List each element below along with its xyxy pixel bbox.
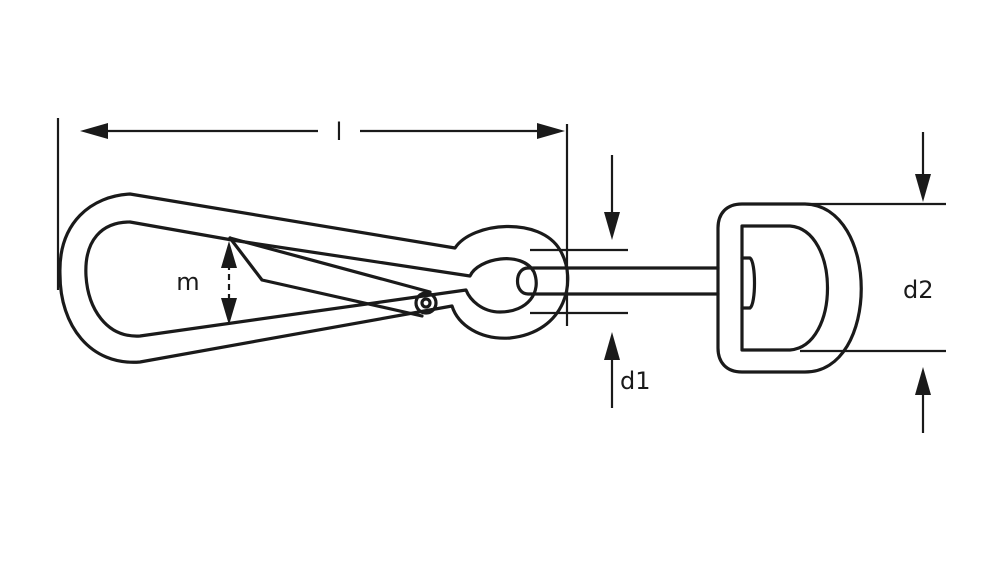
d1-arrowhead-bottom	[604, 332, 620, 360]
d2-arrowhead-top	[915, 174, 931, 202]
eye-diameter-label: d1	[620, 367, 651, 395]
swivel-ring-outer	[716, 202, 863, 374]
l-arrowhead-right	[537, 123, 565, 139]
opening-label: m	[176, 268, 199, 296]
m-arrowhead-top	[221, 241, 237, 268]
hook-inner-loop	[84, 220, 538, 338]
gate-pivot-rivet-center	[420, 297, 432, 309]
l-arrowhead-left	[80, 123, 108, 139]
d1-arrowhead-top	[604, 212, 620, 240]
m-arrowhead-bottom	[221, 298, 237, 325]
gate-pivot-rivet	[414, 291, 438, 315]
spring-gate-edge	[228, 236, 432, 294]
swivel-ring-inner	[740, 224, 829, 352]
swivel-shaft-notch	[740, 256, 757, 310]
swivel-diameter-label: d2	[903, 276, 934, 304]
swivel-shaft	[515, 266, 720, 296]
length-label: l	[336, 118, 343, 146]
spring-gate	[228, 236, 424, 318]
d2-arrowhead-bottom	[915, 367, 931, 395]
